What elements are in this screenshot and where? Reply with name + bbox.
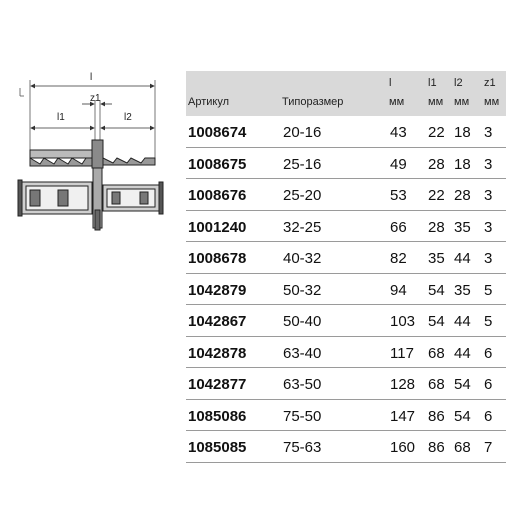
table-row: 1008674 20-16 43 22 18 3 [186, 116, 506, 148]
cell-z1: 3 [484, 218, 493, 236]
cell-l: 43 [390, 124, 407, 141]
cell-z1: 6 [484, 407, 493, 425]
dim-label-l: l [90, 72, 92, 83]
extension-lines [19, 80, 156, 160]
header-l-unit: мм [389, 96, 405, 108]
dim-label-z1: z1 [90, 93, 101, 104]
table-row: 1085085 75-63 160 86 68 7 [186, 431, 506, 463]
reducer-fitting-drawing: l z1 l1 l2 [17, 72, 164, 231]
cell-article: 1042878 [188, 344, 247, 362]
dim-label-l2: l2 [124, 112, 132, 123]
cell-l1: 86 [428, 407, 445, 425]
cell-size: 25-16 [283, 155, 322, 173]
fitting-body [17, 139, 164, 231]
header-l: l [389, 77, 392, 89]
cell-l2: 54 [454, 407, 471, 425]
cell-article: 1008675 [188, 155, 247, 173]
dim-label-l1: l1 [57, 112, 65, 123]
cell-size: 63-40 [283, 344, 322, 362]
table-row: 1042867 50-40 103 54 44 5 [186, 305, 506, 337]
cell-l2: 28 [454, 187, 471, 204]
cell-l2: 68 [454, 439, 471, 456]
cell-article: 1008674 [188, 124, 247, 141]
cell-l1: 68 [428, 344, 445, 362]
cell-l2: 35 [454, 281, 471, 299]
table-row: 1042879 50-32 94 54 35 5 [186, 274, 506, 305]
cell-l: 49 [390, 155, 407, 173]
spec-table: Артикул Типоразмер l мм l1 мм l2 мм z1 м… [186, 71, 506, 463]
cell-size: 75-63 [283, 439, 322, 456]
cell-l2: 44 [454, 344, 471, 362]
cell-z1: 6 [484, 376, 493, 393]
cell-l2: 35 [454, 218, 471, 236]
cell-z1: 3 [484, 250, 493, 267]
cell-size: 40-32 [283, 250, 322, 267]
cell-l: 117 [390, 344, 414, 362]
cell-l: 103 [390, 313, 416, 330]
cell-z1: 5 [484, 313, 493, 330]
cell-article: 1042877 [188, 376, 247, 393]
cell-size: 75-50 [283, 407, 322, 425]
cell-size: 63-50 [283, 376, 322, 393]
cell-size: 20-16 [283, 124, 322, 141]
cell-article: 1085086 [188, 407, 247, 425]
cell-l1: 28 [428, 155, 445, 173]
header-l2-unit: мм [454, 96, 470, 108]
cell-l: 147 [390, 407, 416, 425]
cell-l2: 44 [454, 313, 471, 330]
table-row: 1085086 75-50 147 86 54 6 [186, 400, 506, 431]
cell-size: 50-40 [283, 313, 322, 330]
cell-l1: 86 [428, 439, 445, 456]
cell-z1: 3 [484, 124, 493, 141]
cell-article: 1042879 [188, 281, 247, 299]
cell-l1: 35 [428, 250, 445, 267]
cell-z1: 3 [484, 155, 493, 173]
header-z1-unit: мм [484, 96, 500, 108]
cell-l2: 18 [454, 155, 471, 173]
cell-z1: 6 [484, 344, 493, 362]
cell-l: 66 [390, 218, 407, 236]
cell-article: 1008678 [188, 250, 247, 267]
dimension-lines [30, 83, 155, 131]
header-l1-unit: мм [428, 96, 444, 108]
table-row: 1001240 32-25 66 28 35 3 [186, 211, 506, 242]
table-row: 1008678 40-32 82 35 44 3 [186, 242, 506, 274]
cell-size: 32-25 [283, 218, 322, 236]
cell-z1: 5 [484, 281, 493, 299]
table-row: 1008675 25-16 49 28 18 3 [186, 148, 506, 179]
table-header: Артикул Типоразмер l мм l1 мм l2 мм z1 м… [186, 71, 506, 116]
cell-l2: 18 [454, 124, 471, 141]
header-l1: l1 [428, 77, 437, 89]
cell-size: 25-20 [283, 187, 322, 204]
fitting-technical-drawing: l z1 l1 l2 [0, 0, 185, 300]
cell-l: 82 [390, 250, 407, 267]
table-row: 1042877 63-50 128 68 54 6 [186, 368, 506, 400]
cell-article: 1042867 [188, 313, 247, 330]
cell-article: 1001240 [188, 218, 247, 236]
cell-z1: 7 [484, 439, 493, 456]
table-row: 1042878 63-40 117 68 44 6 [186, 337, 506, 368]
cell-l2: 54 [454, 376, 471, 393]
header-size: Типоразмер [282, 96, 344, 108]
cell-l: 94 [390, 281, 407, 299]
cell-l2: 44 [454, 250, 471, 267]
cell-size: 50-32 [283, 281, 322, 299]
header-z1: z1 [484, 77, 496, 89]
header-article: Артикул [188, 96, 230, 108]
cell-z1: 3 [484, 187, 493, 204]
cell-article: 1085085 [188, 439, 247, 456]
cell-l: 160 [390, 439, 416, 456]
cell-l1: 28 [428, 218, 445, 236]
table-row: 1008676 25-20 53 22 28 3 [186, 179, 506, 211]
cell-article: 1008676 [188, 187, 247, 204]
cell-l1: 54 [428, 281, 445, 299]
cell-l1: 54 [428, 313, 445, 330]
header-l2: l2 [454, 77, 463, 89]
cell-l: 53 [390, 187, 407, 204]
cell-l: 128 [390, 376, 416, 393]
cell-l1: 68 [428, 376, 445, 393]
cell-l1: 22 [428, 187, 445, 204]
cell-l1: 22 [428, 124, 445, 141]
